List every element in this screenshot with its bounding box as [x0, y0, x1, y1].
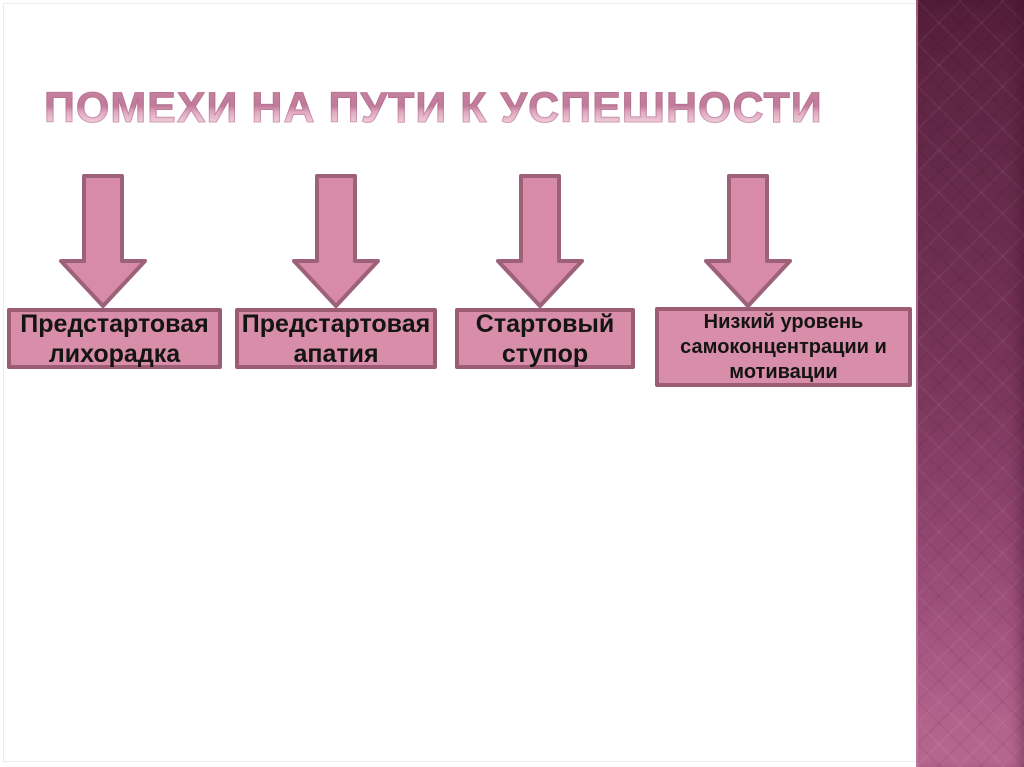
- slide-title: ПОМЕХИ НА ПУТИ К УСПЕШНОСТИ: [44, 82, 874, 134]
- obstacle-box-prestart-apathy: Предстартовая апатия: [235, 308, 437, 369]
- down-arrow-icon: [292, 173, 380, 309]
- down-arrow-icon: [496, 173, 584, 309]
- decorative-damask-stripe: [916, 0, 1024, 767]
- down-arrow-icon: [704, 173, 792, 309]
- down-arrow-icon: [59, 173, 147, 309]
- obstacle-box-low-concentration: Низкий уровень самоконцентрации и мотива…: [655, 307, 912, 387]
- obstacle-box-prestart-fever: Предстартовая лихорадка: [7, 308, 222, 369]
- obstacle-box-start-stupor: Стартовый ступор: [455, 308, 635, 369]
